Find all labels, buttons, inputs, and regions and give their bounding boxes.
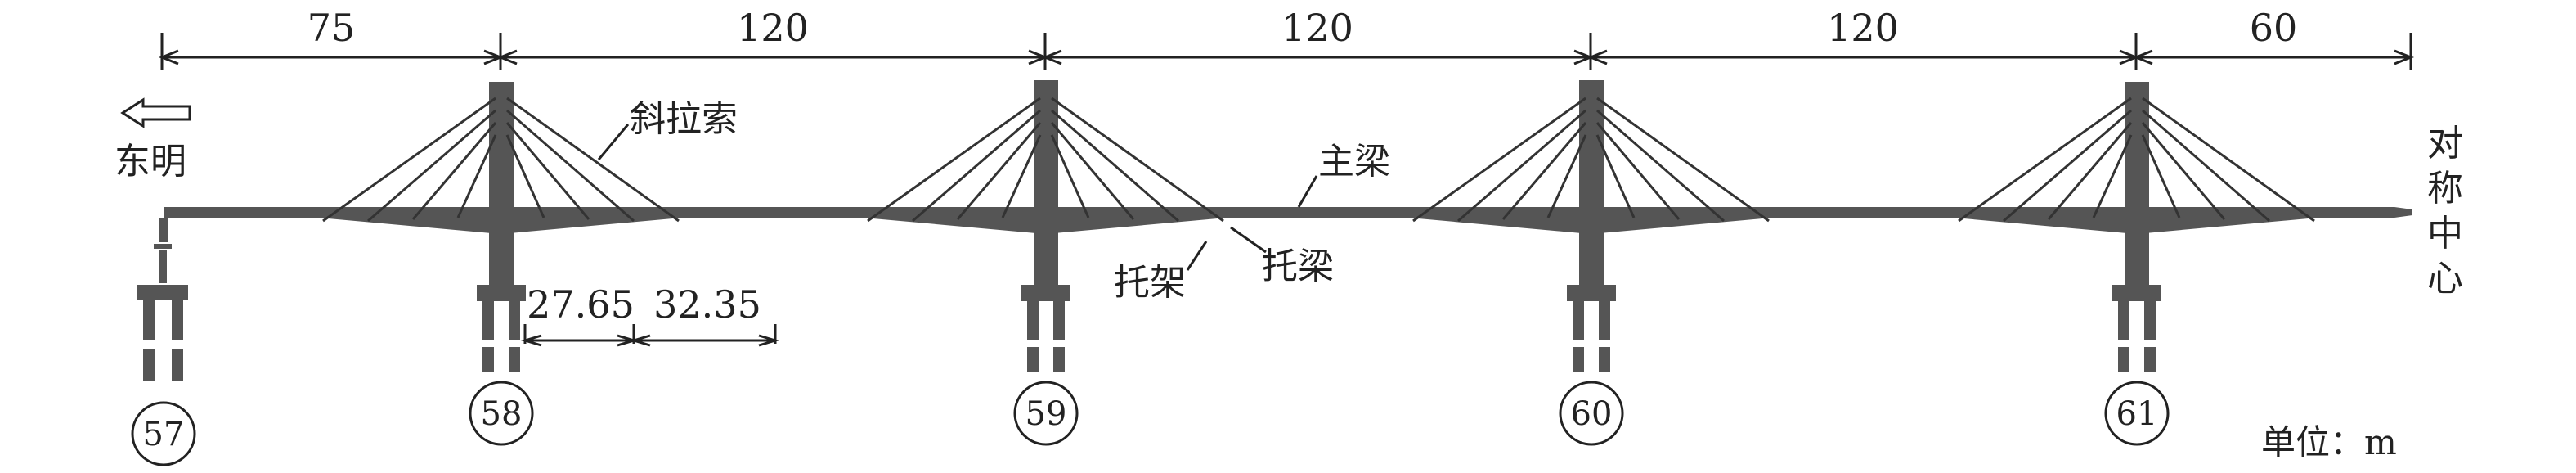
bracket-length-2: 32.35 (653, 282, 761, 327)
leader-lines (597, 124, 1318, 271)
tower-58 (489, 82, 514, 285)
span-label-2: 120 (737, 6, 809, 50)
main-beam-label: 主梁 (1318, 141, 1390, 182)
pier-number-60: 60 (1571, 395, 1613, 433)
direction-label: 东明 (114, 141, 186, 182)
span-label-3: 120 (1281, 6, 1353, 50)
pier-circle-59 (1013, 381, 1079, 446)
bracket-support-label: 托架 (1114, 262, 1186, 304)
span-label-5: 60 (2250, 6, 2298, 50)
symmetry-label-char-3: 中 (2427, 213, 2463, 255)
direction-arrow-icon (120, 97, 191, 128)
tower-59 (1034, 80, 1058, 285)
bracket-beam-label: 托梁 (1262, 246, 1334, 287)
unit-label: 单位：m (2261, 422, 2397, 462)
pier-number-58: 58 (481, 395, 523, 433)
span-dimension-line (158, 33, 2415, 70)
pier-markers (131, 381, 2170, 466)
span-label-1: 75 (307, 6, 356, 50)
tower-61 (2125, 82, 2149, 285)
symmetry-label-char-1: 对 (2427, 123, 2463, 164)
pier-circle-60 (1559, 381, 1624, 446)
span-label-4: 120 (1827, 6, 1899, 50)
stay-cables (322, 97, 2315, 223)
bracket-dimension-line (520, 324, 780, 347)
pier-foundations (137, 218, 2161, 381)
pier-number-57: 57 (143, 416, 185, 453)
towers (489, 80, 2149, 285)
pier-number-61: 61 (2116, 395, 2158, 433)
tower-60 (1579, 80, 1604, 285)
symmetry-label-char-4: 心 (2427, 258, 2463, 300)
symmetry-label-char-2: 称 (2427, 168, 2463, 209)
cable-label: 斜拉索 (630, 98, 738, 140)
pier-circle-61 (2104, 381, 2170, 446)
pier-circle-58 (469, 381, 534, 446)
bracket-length-1: 27.65 (527, 282, 635, 327)
pier-circle-57 (131, 401, 196, 466)
pier-number-59: 59 (1025, 395, 1067, 433)
